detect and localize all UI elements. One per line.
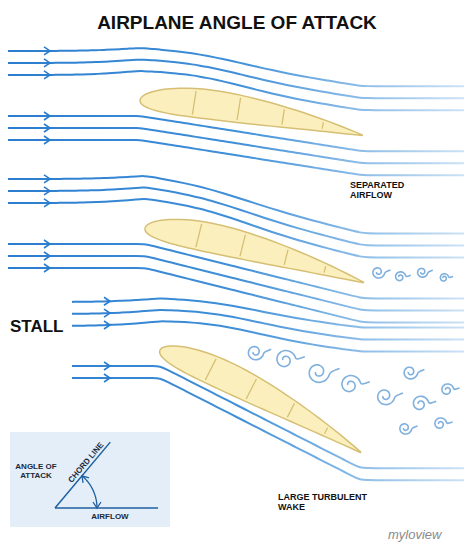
flow-arrowhead	[44, 187, 50, 195]
turbulence-swirl	[373, 268, 391, 278]
airfoil-rib	[282, 109, 284, 124]
flow-arrowhead	[104, 309, 110, 317]
angle-arrowhead	[82, 476, 89, 483]
angle-arrowhead	[93, 502, 101, 508]
flow-arrowhead	[104, 321, 110, 329]
turbulence-swirl	[277, 351, 305, 367]
flow-arrowhead	[44, 175, 50, 183]
streamline	[72, 310, 464, 340]
airfoil-rib	[205, 359, 216, 380]
streamline	[72, 299, 464, 328]
streamline	[8, 48, 464, 86]
flow-arrowhead	[104, 374, 110, 382]
airfoil-rib	[192, 91, 196, 115]
turbulence-swirl	[413, 396, 436, 409]
turbulence-swirl	[404, 367, 424, 379]
inset-label: AIRFLOW	[80, 512, 140, 521]
turbulence-swirl	[442, 384, 460, 394]
streamline	[72, 321, 464, 351]
annotation-label: SEPARATED AIRFLOW	[350, 180, 422, 201]
flow-arrowhead	[104, 362, 110, 370]
streamline	[8, 140, 464, 175]
inset-panel: ANGLE OF ATTACK CHORD LINE AIRFLOW	[10, 432, 170, 527]
airfoil-rib	[246, 379, 256, 399]
flow-arrowhead	[44, 112, 50, 120]
flow-arrowhead	[44, 59, 50, 67]
flow-arrowhead	[44, 264, 50, 272]
title: AIRPLANE ANGLE OF ATTACK	[0, 12, 474, 34]
airfoil-rib	[324, 428, 327, 434]
flow-arrowhead	[44, 252, 50, 260]
flow-arrowhead	[44, 47, 50, 55]
inset-label: CHORD LINE	[66, 440, 106, 486]
streamline	[8, 60, 464, 99]
airfoil-rib	[196, 224, 202, 247]
chord-line	[55, 442, 110, 508]
turbulence-swirl	[309, 365, 339, 383]
flow-arrowhead	[44, 71, 50, 79]
airfoil	[160, 346, 361, 452]
airflow-line	[55, 507, 158, 509]
airfoil-rib	[287, 403, 294, 417]
airfoil-rib	[324, 266, 326, 272]
turbulence-swirl	[440, 274, 453, 281]
airfoil	[140, 88, 362, 135]
turbulence-swirl	[378, 390, 403, 405]
turbulence-swirl	[248, 347, 271, 360]
turbulence-swirl	[418, 268, 433, 277]
turbulence-swirl	[435, 418, 453, 428]
turbulence-swirl	[396, 272, 411, 281]
flow-arrowhead	[44, 124, 50, 132]
annotation-label: LARGE TURBULENT WAKE	[278, 492, 368, 513]
inset-label: ANGLE OF ATTACK	[14, 462, 58, 480]
airfoil-rib	[322, 122, 323, 129]
airfoil-rib	[240, 235, 245, 257]
airfoil-rib	[284, 250, 288, 265]
turbulence-swirl	[342, 376, 370, 392]
turbulence-swirl	[400, 424, 418, 434]
flow-arrowhead	[44, 240, 50, 248]
annotation-label: STALL	[10, 317, 72, 337]
flow-arrowhead	[44, 136, 50, 144]
streamline	[8, 128, 464, 163]
airfoil-rib	[237, 98, 241, 120]
angle-arc	[82, 476, 97, 508]
streamline	[8, 176, 464, 233]
flow-arrowhead	[44, 199, 50, 207]
airfoil	[145, 219, 363, 282]
watermark: myloview	[388, 528, 472, 543]
flow-arrowhead	[104, 297, 110, 305]
